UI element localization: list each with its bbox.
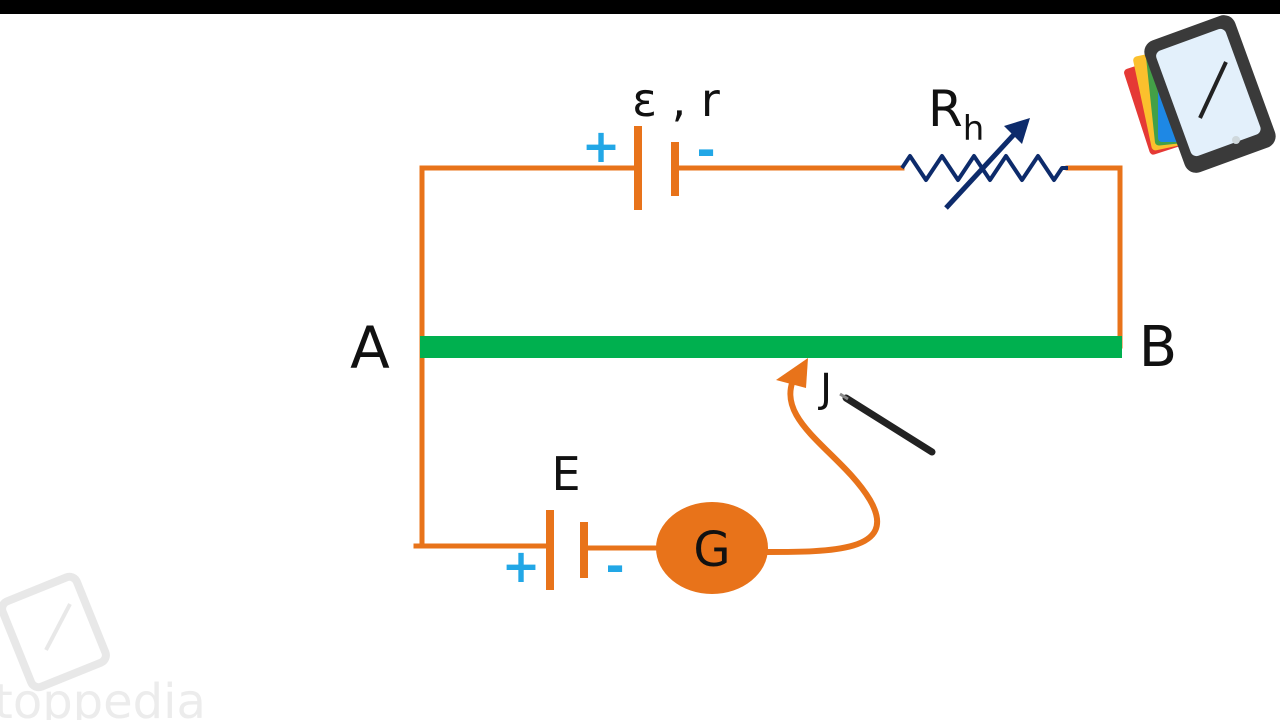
top-bar [0, 0, 1280, 14]
galvanometer-label: G [693, 522, 730, 578]
jockey-wire [763, 371, 881, 555]
galvanometer-circle [656, 502, 768, 594]
driver-plus-sign: + [582, 119, 621, 173]
jockey-arrowhead [776, 358, 808, 388]
rheostat-symbol [900, 118, 1068, 210]
watermark-text: toppedia [0, 674, 206, 720]
driver-cell-symbol [634, 126, 679, 210]
test-cell-symbol [546, 510, 588, 590]
driver-minus-sign: - [696, 123, 715, 177]
test-minus-sign: - [605, 539, 624, 593]
test-plus-sign: + [502, 539, 541, 593]
tablet-pen-logo-icon [1124, 15, 1276, 173]
jockey-label: J [817, 366, 832, 412]
rheostat-label-sub: h [963, 109, 985, 149]
tablet-watermark-icon [0, 572, 110, 692]
point-b-label: B [1139, 315, 1177, 380]
test-cell-label: E [551, 447, 580, 501]
point-a-label: A [350, 314, 390, 382]
pen-cursor-icon [839, 392, 936, 456]
meter-wire [420, 336, 1122, 358]
driver-cell-label: ε , r [632, 73, 720, 127]
polarity-marks: + - + - [502, 119, 716, 593]
rheostat-label: Rh [928, 80, 984, 149]
rheostat-label-main: R [928, 80, 963, 138]
